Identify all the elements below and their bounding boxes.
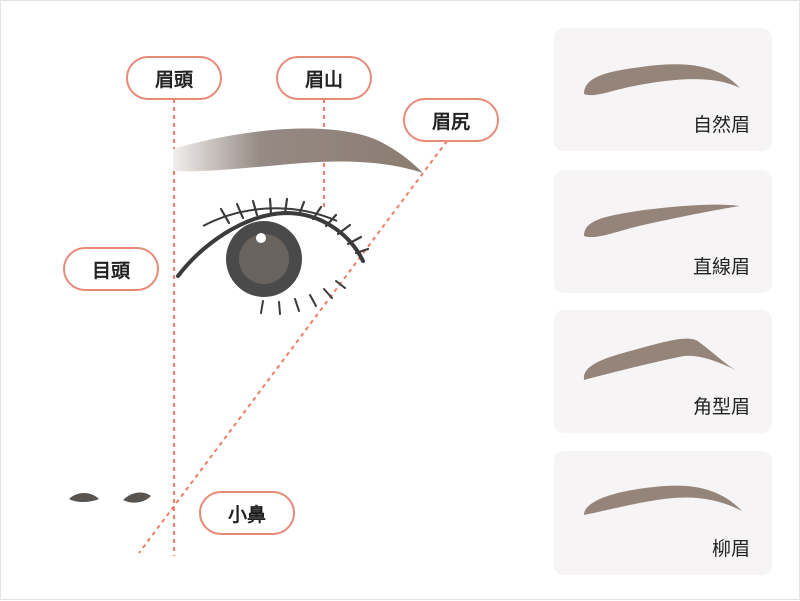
natural-brow-icon: [584, 64, 740, 96]
nose-wing-label: 小鼻: [199, 491, 295, 535]
pupil: [239, 234, 289, 284]
nose-wing-right: [123, 492, 151, 503]
angular-brow-icon: [583, 338, 736, 380]
brow-head-label: 眉頭: [126, 56, 222, 100]
eyebrow-shape: [173, 128, 423, 173]
brow-type-card-willow: 柳眉: [554, 451, 772, 575]
willow-brow-icon: [584, 485, 742, 515]
brow-type-name: 直線眉: [692, 256, 750, 278]
eye-highlight: [256, 233, 266, 243]
eye: [176, 197, 370, 315]
lower-eyelashes: [260, 280, 346, 315]
brow-peak-label: 眉山: [276, 56, 372, 100]
brow-type-card-natural: 自然眉: [554, 28, 772, 151]
brow-type-name: 柳眉: [711, 538, 750, 560]
brow-type-card-straight: 直線眉: [554, 170, 772, 293]
eyelid-crease-line: [202, 207, 338, 227]
straight-brow-icon: [584, 204, 740, 238]
brow-tail-guide-line: [138, 140, 448, 554]
brow-type-name: 自然眉: [692, 114, 750, 136]
eye-inner-label: 目頭: [63, 247, 159, 291]
brow-tail-label: 眉尻: [403, 98, 499, 142]
nose-wing-left: [69, 493, 99, 502]
brow-type-name: 角型眉: [692, 396, 750, 418]
brow-type-card-angular: 角型眉: [554, 310, 772, 433]
upper-eyelashes: [219, 197, 370, 255]
